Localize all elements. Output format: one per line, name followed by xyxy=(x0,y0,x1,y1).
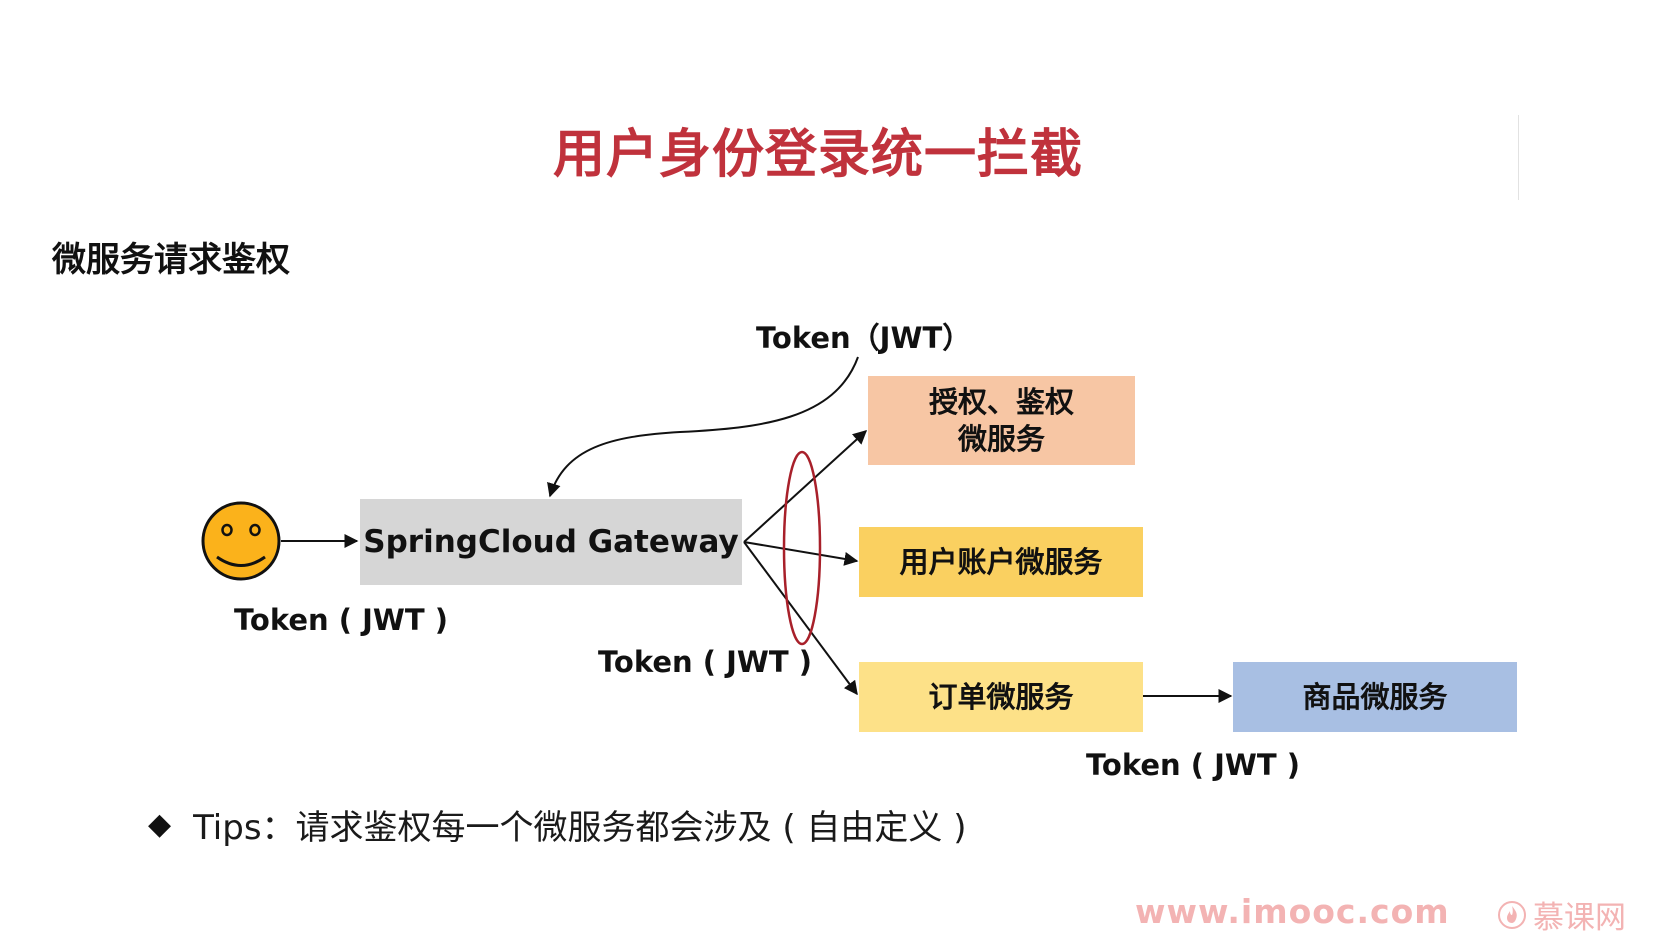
tips-text: Tips：请求鉴权每一个微服务都会涉及 ( 自由定义 ) xyxy=(193,808,967,848)
product-service-label: 商品微服务 xyxy=(1302,679,1448,714)
arrow-gateway-to-account xyxy=(743,541,859,566)
auth-service-label-line2: 微服务 xyxy=(957,421,1045,456)
divider-line xyxy=(1518,115,1519,200)
token-label-bottom: Token ( JWT ) xyxy=(1086,748,1301,782)
arrow-gateway-to-order xyxy=(743,541,858,696)
watermark-logo: 慕课网 xyxy=(1497,892,1626,934)
tips-line: ◆ Tips：请求鉴权每一个微服务都会涉及 ( 自由定义 ) xyxy=(148,800,967,849)
gateway-box: SpringCloud Gateway xyxy=(360,499,742,585)
account-service-box: 用户账户微服务 xyxy=(859,527,1143,597)
account-service-label: 用户账户微服务 xyxy=(899,544,1103,579)
token-label-top: Token（JWT） xyxy=(756,321,972,355)
watermark-brand: 慕课网 xyxy=(1533,900,1626,934)
watermark-url: www.imooc.com xyxy=(1135,892,1450,931)
product-service-box: 商品微服务 xyxy=(1233,662,1517,732)
order-service-label: 订单微服务 xyxy=(928,679,1074,714)
highlight-ellipse xyxy=(782,450,822,646)
arrow-token-to-gateway xyxy=(547,356,859,498)
diamond-bullet-icon: ◆ xyxy=(148,807,172,842)
flame-logo-icon xyxy=(1498,900,1526,929)
token-label-user: Token ( JWT ) xyxy=(234,603,449,637)
slide-title: 用户身份登录统一拦截 xyxy=(552,125,1083,185)
token-label-middle: Token ( JWT ) xyxy=(598,645,813,679)
auth-service-label-line1: 授权、鉴权 xyxy=(928,385,1074,420)
user-smiley-icon xyxy=(201,501,281,581)
order-service-box: 订单微服务 xyxy=(859,662,1143,732)
auth-service-box: 授权、鉴权 微服务 xyxy=(868,376,1135,465)
section-heading: 微服务请求鉴权 xyxy=(52,240,290,280)
gateway-label: SpringCloud Gateway xyxy=(363,523,739,560)
arrow-gateway-to-auth xyxy=(743,430,868,543)
